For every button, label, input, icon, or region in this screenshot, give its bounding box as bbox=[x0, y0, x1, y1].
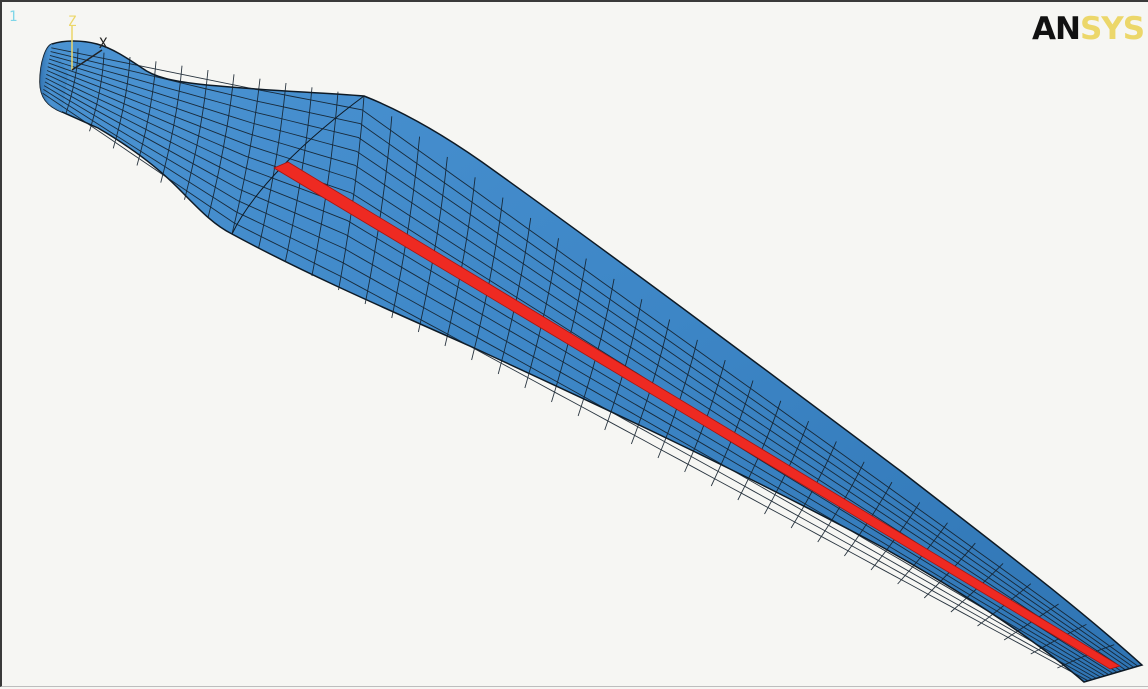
mesh-section-line bbox=[444, 177, 476, 347]
mesh-section-line bbox=[577, 278, 615, 417]
mesh-span-line bbox=[43, 89, 1093, 680]
mesh-section-line bbox=[471, 197, 504, 361]
mesh-section-line bbox=[65, 48, 79, 115]
mesh-section-line bbox=[604, 299, 643, 431]
mesh-section-line bbox=[231, 78, 261, 235]
mesh-section-line bbox=[497, 217, 532, 375]
mesh-section-line bbox=[89, 52, 105, 132]
mesh-section-line bbox=[630, 319, 671, 445]
mesh-section-line bbox=[710, 380, 754, 487]
mesh-section-line bbox=[136, 61, 157, 166]
mesh-section-line bbox=[258, 82, 287, 249]
mesh-span-line bbox=[50, 51, 1134, 668]
mesh-span-line bbox=[42, 92, 1089, 682]
mesh-section-line bbox=[737, 400, 782, 501]
mesh-span-line bbox=[51, 47, 1139, 667]
mesh-span-line bbox=[49, 54, 1130, 669]
triad-z-label: Z bbox=[68, 14, 76, 30]
mesh-span-line bbox=[48, 58, 1126, 671]
mesh-section-line bbox=[364, 116, 393, 305]
mesh-section-line bbox=[112, 56, 131, 149]
mesh-section-line bbox=[338, 95, 365, 291]
spar-cap bbox=[273, 161, 1121, 670]
mesh-section-line bbox=[160, 65, 183, 183]
mesh-section-line bbox=[657, 339, 698, 459]
blade-mesh bbox=[42, 47, 1139, 682]
mesh-span-line bbox=[45, 77, 1105, 677]
logo-text-sys: SYS bbox=[1079, 11, 1145, 47]
mesh-section-line bbox=[184, 69, 209, 200]
logo-text-an: AN bbox=[1032, 11, 1081, 47]
mesh-span-line bbox=[48, 62, 1122, 672]
mesh-span-line bbox=[44, 81, 1101, 678]
mesh-section-line bbox=[207, 74, 235, 217]
ansys-logo: ANSYS bbox=[1032, 11, 1145, 47]
mesh-section-line bbox=[391, 136, 421, 319]
window-number: 1 bbox=[9, 9, 18, 25]
triad-x-label: X bbox=[99, 36, 108, 52]
mesh-span-line bbox=[43, 85, 1097, 679]
mesh-section-line bbox=[524, 238, 559, 389]
coordinate-triad: Z X bbox=[68, 14, 108, 71]
mesh-section-line bbox=[684, 360, 726, 473]
mesh-section-line bbox=[417, 156, 448, 333]
mesh-section-line bbox=[311, 91, 339, 277]
mesh-section-line bbox=[551, 258, 587, 403]
